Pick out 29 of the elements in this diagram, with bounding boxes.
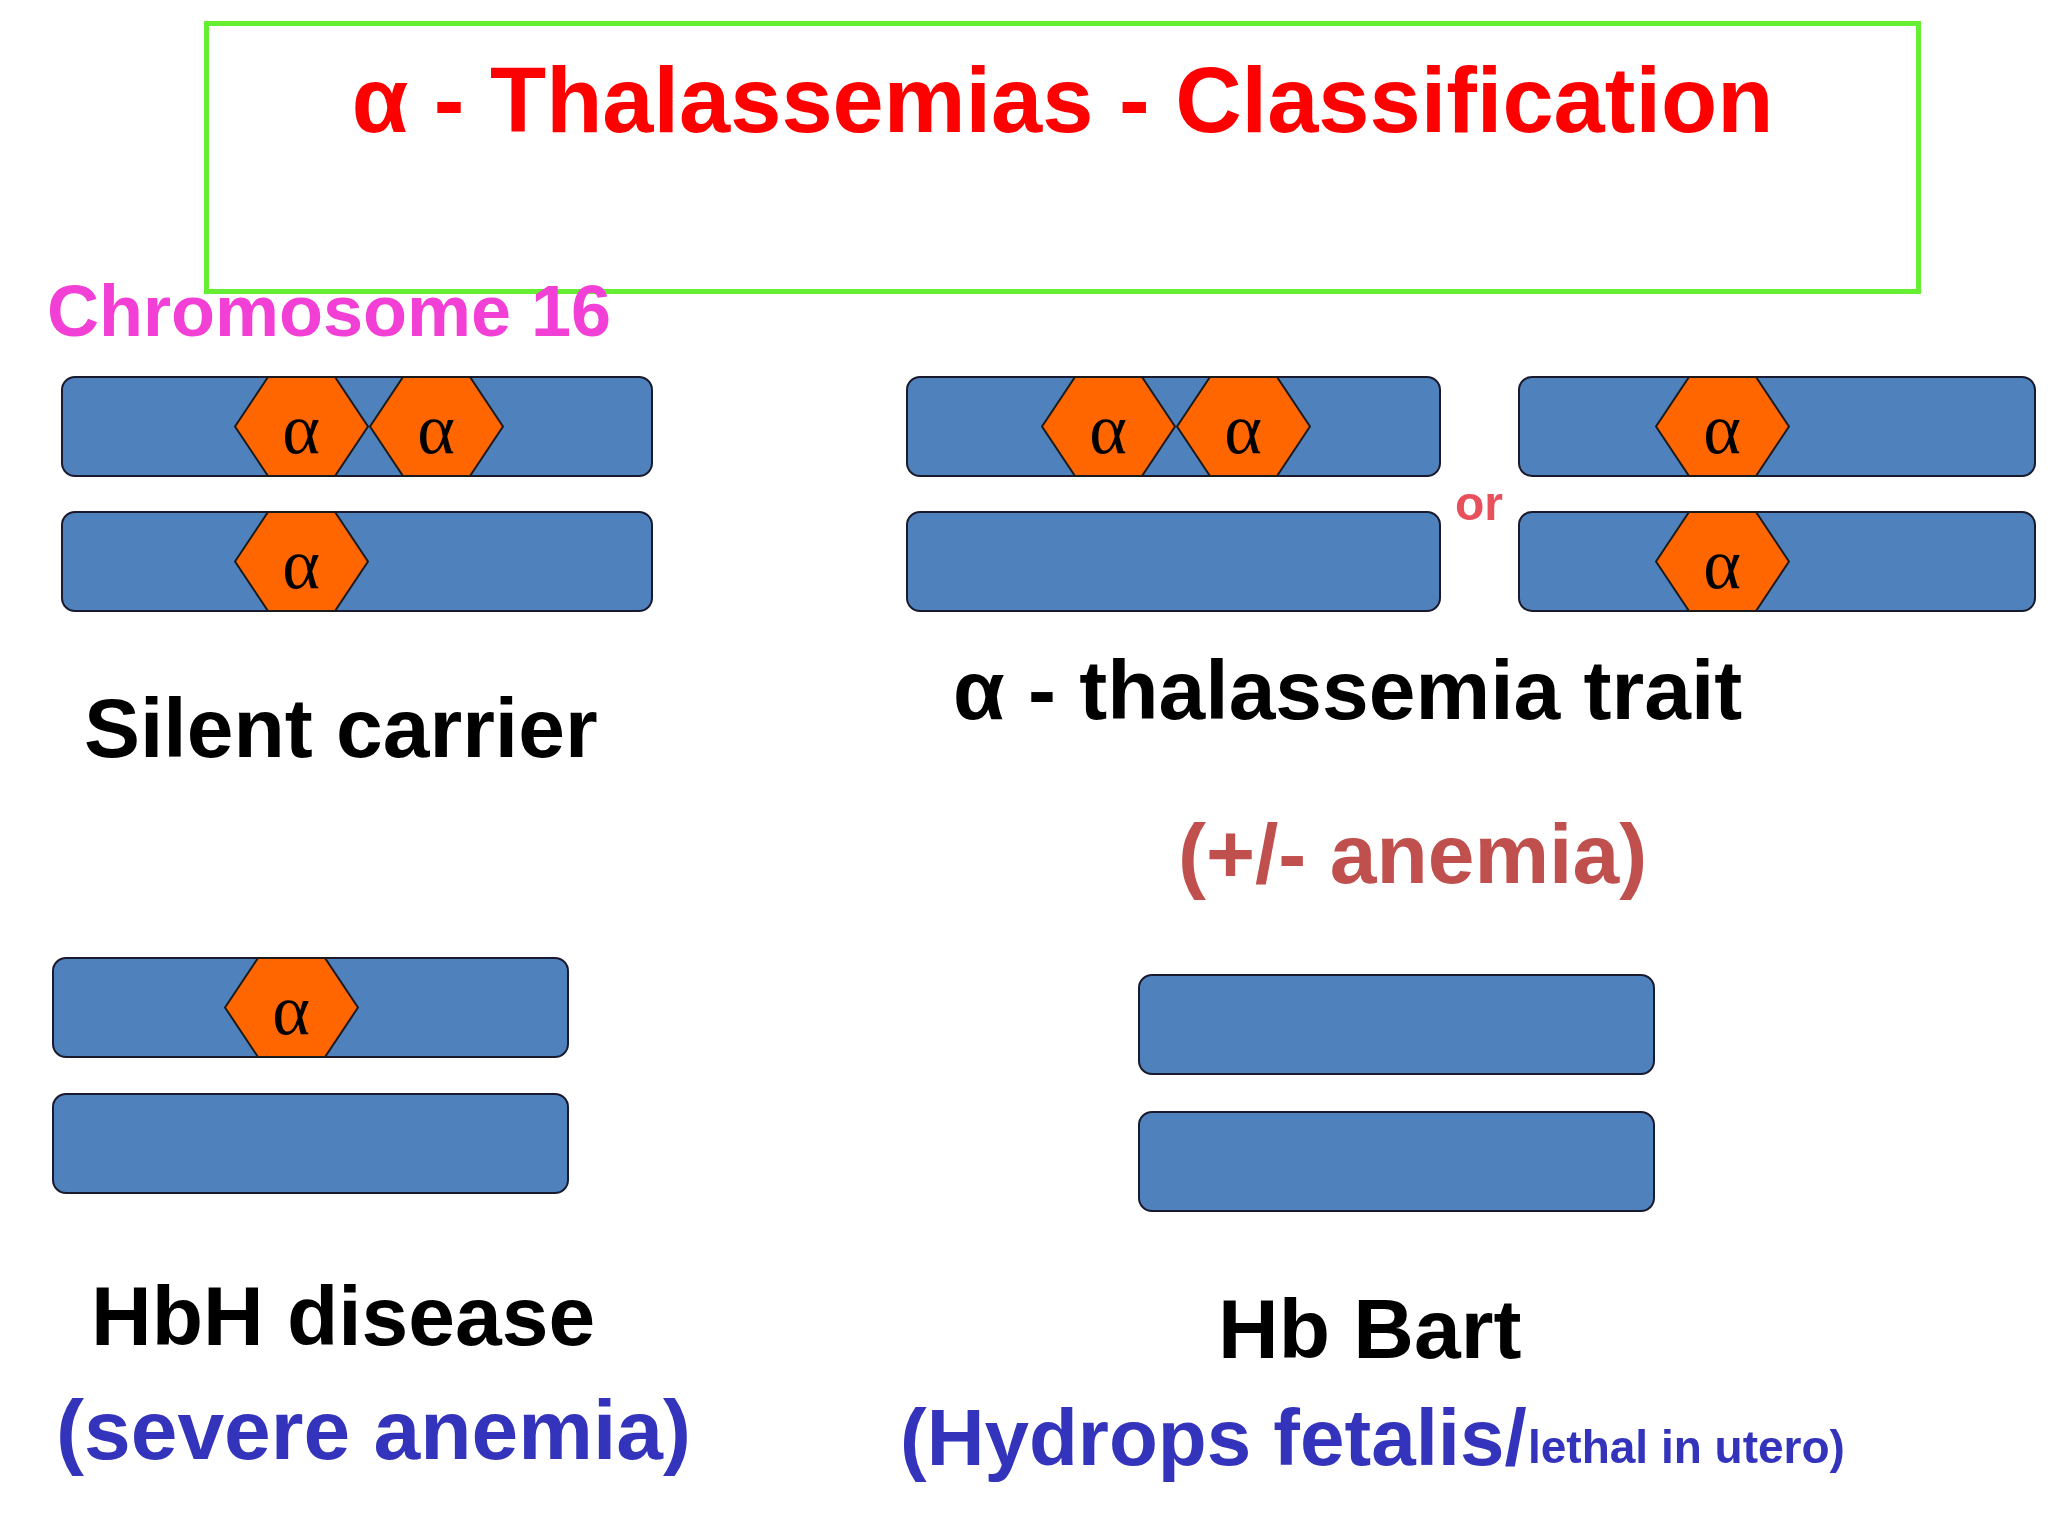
- chromosome-bar: [1138, 1111, 1655, 1212]
- gene-hexagon: α: [1654, 511, 1790, 612]
- chromosome-bar: [61, 376, 653, 477]
- chromosome-bar: [906, 376, 1441, 477]
- type-label: Silent carrier: [84, 682, 598, 775]
- gene-hexagon: α: [233, 511, 369, 612]
- chromosome-bar: [1518, 511, 2036, 612]
- chromosome-bar: [1138, 974, 1655, 1075]
- type-label: α - thalassemia trait: [953, 644, 1743, 737]
- chromosome-bar: [61, 511, 653, 612]
- gene-hexagon: α: [233, 376, 369, 477]
- gene-hexagon: α: [1040, 376, 1176, 477]
- gene-hexagon: α: [223, 957, 359, 1058]
- severity-note: (Hydrops fetalis/: [900, 1394, 1527, 1482]
- chromosome-label: Chromosome 16: [47, 272, 612, 352]
- gene-hexagon: α: [368, 376, 504, 477]
- severity-note: lethal in utero): [1528, 1422, 1845, 1473]
- chromosome-bar: [52, 957, 569, 1058]
- title: α - Thalassemias - Classification: [350, 50, 1775, 152]
- severity-note: (severe anemia): [56, 1384, 692, 1477]
- severity-note: (+/- anemia): [1178, 808, 1648, 901]
- chromosome-bar: [906, 511, 1441, 612]
- connector-word: or: [1455, 478, 1503, 531]
- gene-hexagon: α: [1654, 376, 1790, 477]
- chromosome-bar: [1518, 376, 2036, 477]
- gene-hexagon: α: [1175, 376, 1311, 477]
- chromosome-bar: [52, 1093, 569, 1194]
- type-label: HbH disease: [91, 1270, 596, 1363]
- type-label: Hb Bart: [1218, 1283, 1522, 1376]
